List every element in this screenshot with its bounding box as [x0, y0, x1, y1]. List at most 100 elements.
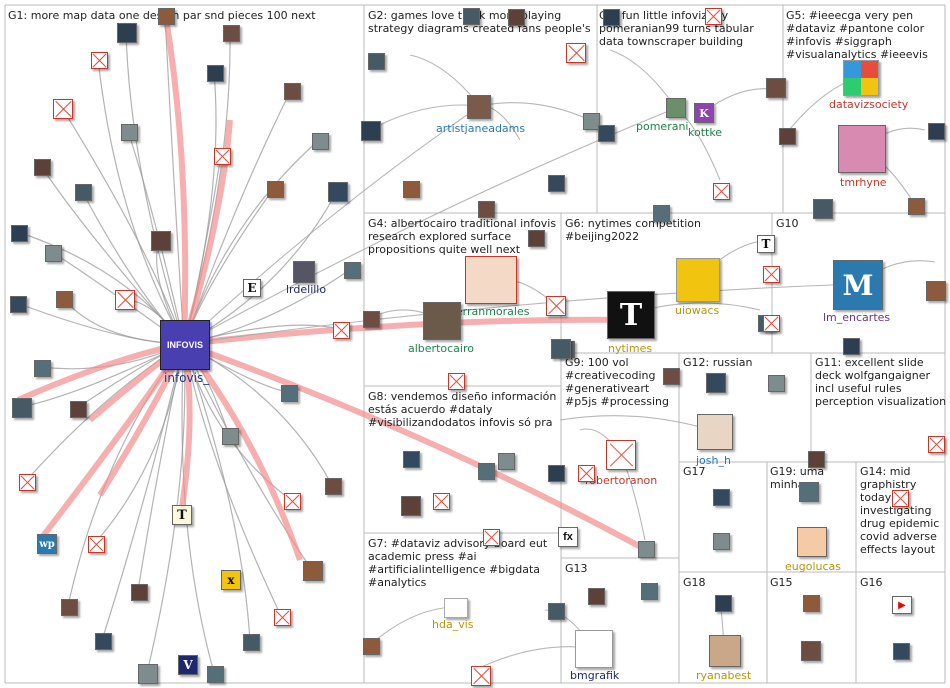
avatar-node[interactable]	[842, 337, 860, 355]
avatar-node[interactable]	[547, 464, 565, 482]
avatar-node[interactable]	[602, 8, 620, 26]
node-label-uiowacs[interactable]: uiowacs	[675, 304, 720, 317]
avatar-node[interactable]	[138, 664, 158, 684]
avatar-node[interactable]	[712, 532, 730, 550]
avatar-node[interactable]	[283, 82, 301, 100]
infovis-logo-icon[interactable]: INFOVIS	[160, 320, 210, 370]
avatar-node[interactable]	[652, 204, 670, 222]
avatar-node[interactable]	[10, 224, 28, 242]
youtube-logo-icon[interactable]: ▶	[892, 596, 912, 614]
avatar-node[interactable]	[704, 7, 722, 25]
avatar-node[interactable]	[120, 123, 138, 141]
node-label-tmrhyne[interactable]: tmrhyne	[840, 176, 887, 189]
avatar-node[interactable]	[206, 64, 224, 82]
avatar-node[interactable]	[44, 244, 62, 262]
avatar-node[interactable]	[402, 450, 420, 468]
avatar-node[interactable]	[151, 231, 171, 251]
avatar-node[interactable]	[546, 296, 566, 316]
avatar-robertoranon[interactable]	[606, 440, 636, 470]
avatar-node[interactable]	[311, 132, 329, 150]
avatar-node[interactable]	[12, 398, 32, 418]
avatar-tmrhyne[interactable]	[838, 125, 886, 173]
avatar-node[interactable]	[266, 180, 284, 198]
kottke-logo-icon[interactable]: K	[694, 103, 714, 123]
avatar-node[interactable]	[117, 23, 137, 43]
avatar-node[interactable]	[813, 199, 833, 219]
avatar-hda-vis[interactable]	[444, 598, 468, 618]
node-label-pomeranian99[interactable]: pomerani	[636, 120, 689, 133]
avatar-node[interactable]	[328, 182, 348, 202]
avatar-node[interactable]	[332, 321, 350, 339]
node-label-ferranmorales[interactable]: ferranmorales	[452, 305, 530, 318]
avatar-node[interactable]	[33, 158, 51, 176]
avatar-node[interactable]	[766, 78, 786, 98]
avatar-node[interactable]	[892, 642, 910, 660]
avatar-node[interactable]	[640, 582, 658, 600]
avatar-node[interactable]	[577, 464, 595, 482]
node-label-eugolucas[interactable]: eugolucas	[785, 560, 841, 573]
datavizsociety-logo-icon[interactable]	[843, 60, 879, 96]
avatar-node[interactable]	[324, 477, 342, 495]
avatar-node[interactable]	[597, 124, 615, 142]
avatar-node[interactable]	[471, 666, 491, 686]
avatar-node[interactable]	[926, 281, 946, 301]
avatar-node[interactable]	[157, 7, 175, 25]
avatar-lrdelillo[interactable]	[293, 261, 315, 283]
avatar-node[interactable]	[482, 528, 500, 546]
avatar-node[interactable]	[206, 665, 224, 683]
avatar-node[interactable]	[87, 535, 105, 553]
node-label-lrdelillo[interactable]: lrdelillo	[286, 283, 327, 296]
uiowacs-logo-icon[interactable]	[676, 258, 720, 302]
avatar-node[interactable]	[637, 540, 655, 558]
nytimes-logo-icon[interactable]: T	[607, 291, 655, 339]
node-label-robertoranon[interactable]: robertoranon	[585, 474, 658, 487]
avatar-node[interactable]	[401, 496, 421, 516]
avatar-node[interactable]	[69, 400, 87, 418]
avatar-node[interactable]	[432, 492, 450, 510]
avatar-node[interactable]	[213, 147, 231, 165]
avatar-node[interactable]	[778, 127, 796, 145]
avatar-node[interactable]	[115, 290, 135, 310]
avatar-node[interactable]	[802, 594, 820, 612]
avatar-pomeranian99[interactable]	[666, 98, 686, 118]
node-label-ryanabest[interactable]: ryanabest	[696, 669, 752, 682]
avatar-node[interactable]	[927, 435, 945, 453]
avatar-node[interactable]	[907, 197, 925, 215]
avatar-node[interactable]	[799, 482, 819, 502]
avatar-node[interactable]	[367, 52, 385, 70]
avatar-node[interactable]	[706, 373, 726, 393]
avatar-node[interactable]	[767, 374, 785, 392]
avatar-node[interactable]	[714, 594, 732, 612]
nyt-logo-icon[interactable]: T	[172, 505, 192, 525]
avatar-node[interactable]	[497, 452, 515, 470]
flipboard-logo-icon[interactable]: x	[221, 570, 241, 590]
avatar-node[interactable]	[242, 633, 260, 651]
avatar-node[interactable]	[33, 359, 51, 377]
avatar-node[interactable]	[130, 583, 148, 601]
avatar-ryanabest[interactable]	[709, 635, 741, 667]
avatar-node[interactable]	[273, 608, 291, 626]
bmgrafik-logo-icon[interactable]	[575, 630, 613, 668]
avatar-node[interactable]	[74, 183, 92, 201]
node-label-lm-encartes[interactable]: lm_encartes	[823, 311, 891, 324]
economist-logo-icon[interactable]: E	[243, 279, 261, 297]
avatar-node[interactable]	[477, 462, 495, 480]
avatar-node[interactable]	[891, 489, 909, 507]
avatar-node[interactable]	[94, 632, 112, 650]
avatar-node[interactable]	[343, 261, 361, 279]
avatar-node[interactable]	[477, 200, 495, 218]
avatar-node[interactable]	[712, 488, 730, 506]
node-label-hda-vis[interactable]: hda_vis	[432, 618, 474, 631]
avatar-node[interactable]	[527, 229, 545, 247]
avatar-node[interactable]	[582, 112, 600, 130]
avatar-node[interactable]	[762, 314, 780, 332]
avatar-node[interactable]	[547, 174, 565, 192]
lemonde-logo-icon[interactable]: M	[833, 260, 883, 310]
avatar-node[interactable]	[402, 180, 420, 198]
avatar-node[interactable]	[551, 339, 571, 359]
node-label-kottke[interactable]: kottke	[688, 126, 723, 139]
wapo-logo-icon[interactable]: wp	[37, 534, 57, 554]
fx-logo-icon[interactable]: fx	[558, 527, 578, 547]
node-label-datavizsociety[interactable]: datavizsociety	[829, 98, 909, 111]
node-label-artistjaneadams[interactable]: artistjaneadams	[436, 122, 526, 135]
